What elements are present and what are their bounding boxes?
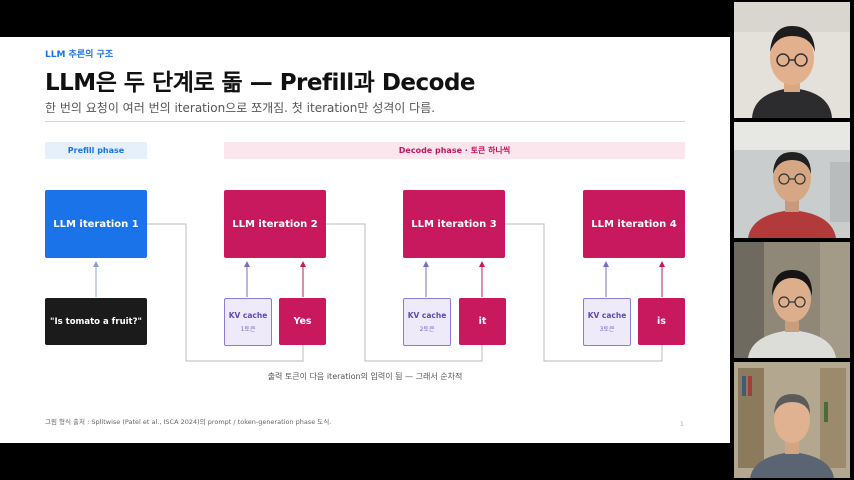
kv-cache-size: 3토큰 — [599, 326, 615, 333]
presentation-slide: LLM 추론의 구조 LLM은 두 단계로 돎 — Prefill과 Decod… — [0, 37, 730, 443]
kv-cache-size: 2토큰 — [419, 326, 435, 333]
kv-cache-title: KV cache — [228, 311, 268, 320]
output-token-2: it — [459, 298, 506, 345]
participant-avatar — [734, 362, 850, 478]
feedback-line-1 — [147, 223, 304, 362]
slide-subtitle: 한 번의 요청이 여러 번의 iteration으로 쪼개짐. 첫 iterat… — [45, 101, 436, 115]
feedback-line-2 — [326, 223, 483, 362]
slide-title: LLM은 두 단계로 돎 — Prefill과 Decode — [45, 70, 476, 96]
feedback-line-3 — [505, 223, 663, 362]
participant-video-4[interactable] — [734, 362, 850, 478]
title-divider — [45, 121, 685, 122]
kv-cache-title: KV cache — [407, 311, 447, 320]
llm-iteration-2: LLM iteration 2 — [224, 190, 326, 258]
kv-cache-3: KV cache 3토큰 — [583, 298, 631, 346]
llm-iteration-3: LLM iteration 3 — [403, 190, 505, 258]
participant-video-1[interactable] — [734, 2, 850, 118]
decode-phase-label: Decode phase · 토큰 하나씩 — [224, 142, 685, 159]
participant-video-3[interactable] — [734, 242, 850, 358]
page-number: 1 — [680, 421, 684, 428]
prefill-phase-label: Prefill phase — [45, 142, 147, 159]
flow-connectors — [93, 223, 665, 362]
output-token-1: Yes — [279, 298, 326, 345]
participant-avatar — [734, 242, 850, 358]
participant-video-2[interactable] — [734, 122, 850, 238]
kv-cache-2: KV cache 2토큰 — [403, 298, 451, 346]
prompt-input: "Is tomato a fruit?" — [45, 298, 147, 345]
figure-source-note: 그림 형식 출처 : Splitwise (Patel et al., ISCA… — [45, 418, 332, 426]
slide-eyebrow: LLM 추론의 구조 — [45, 50, 114, 60]
llm-iteration-1: LLM iteration 1 — [45, 190, 147, 258]
participant-avatar — [734, 122, 850, 238]
output-token-3: is — [638, 298, 685, 345]
kv-cache-size: 1토큰 — [240, 326, 256, 333]
participant-avatar — [734, 2, 850, 118]
llm-iteration-4: LLM iteration 4 — [583, 190, 685, 258]
kv-cache-title: KV cache — [587, 311, 627, 320]
kv-cache-1: KV cache 1토큰 — [224, 298, 272, 346]
flow-caption: 출력 토큰이 다음 iteration의 입력이 됨 — 그래서 순차적 — [267, 372, 463, 381]
